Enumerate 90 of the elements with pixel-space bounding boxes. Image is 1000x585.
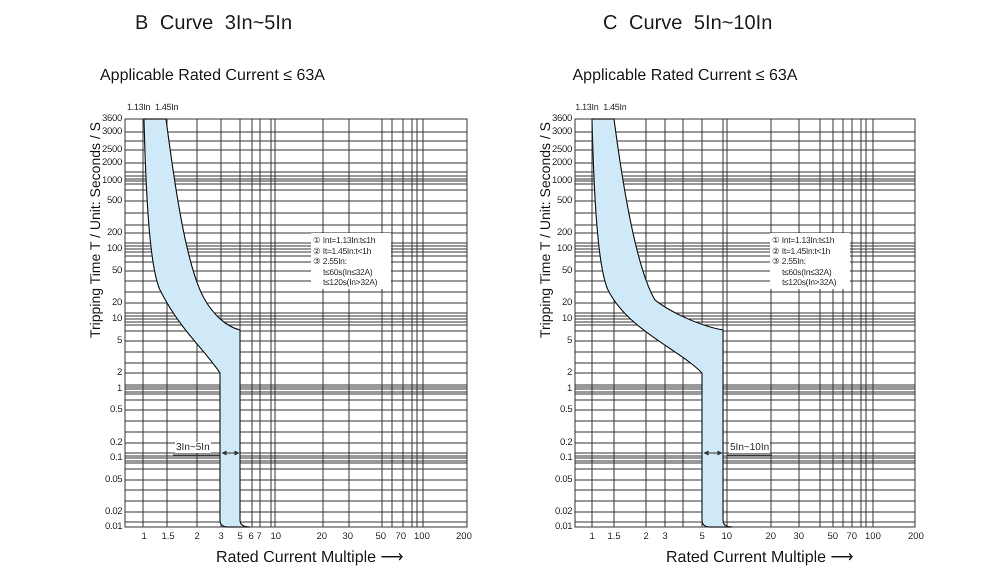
- tick-label: 0.2: [110, 438, 122, 448]
- tick-label: 200: [456, 532, 472, 542]
- tick-label: 2: [117, 368, 122, 378]
- note-text: ③ 2.55In:: [313, 257, 347, 266]
- chart-subtitle: Applicable Rated Current ≤ 63A: [572, 68, 798, 84]
- tick-label: 10: [270, 532, 282, 542]
- tick-label: 70: [846, 532, 858, 542]
- range-label: 5In~10In: [729, 442, 770, 453]
- axis-title: Rated Current Multiple ⟶: [216, 550, 404, 566]
- tick-label: 0.5: [110, 405, 122, 414]
- tick-label: 1.5: [162, 532, 175, 542]
- tick-label: 100: [865, 532, 881, 542]
- curve-label: 1.45In: [155, 103, 178, 112]
- tick-label: 500: [557, 196, 572, 206]
- axis-title: Tripping Time T / Unit: Seconds / S: [538, 122, 552, 338]
- tick-label: 0.2: [560, 438, 572, 448]
- note-text: t≤60s(In≤32A): [323, 268, 372, 276]
- tick-label: 10: [112, 314, 122, 324]
- tick-label: 1: [117, 384, 122, 394]
- tick-label: 2: [644, 532, 649, 542]
- axis-title: Tripping Time T / Unit: Seconds / S: [88, 122, 102, 338]
- tick-label: 6: [248, 532, 254, 542]
- tick-label: 0.5: [560, 405, 572, 414]
- tick-label: 30: [794, 532, 804, 542]
- tick-label: 2000: [552, 158, 572, 168]
- curve-label: 1.45In: [603, 103, 626, 112]
- tick-label: 50: [112, 266, 122, 276]
- tick-label: 1: [567, 384, 572, 394]
- tick-label: 1000: [552, 176, 572, 186]
- axis-title: Rated Current Multiple ⟶: [666, 550, 854, 566]
- tick-label: 3: [218, 532, 224, 542]
- tick-label: 1: [142, 532, 147, 542]
- tick-label: 5: [117, 336, 122, 346]
- tick-label: 500: [107, 196, 122, 206]
- range-label: 3In~5In: [175, 442, 211, 453]
- tick-label: 0.1: [560, 453, 572, 462]
- tick-label: 70: [396, 532, 406, 542]
- tick-label: 100: [414, 532, 430, 542]
- note-text: ② It=1.45In:t<1h: [772, 246, 830, 255]
- tick-label: 0.01: [555, 522, 572, 532]
- chart-subtitle: Applicable Rated Current ≤ 63A: [100, 68, 325, 84]
- tick-label: 2500: [552, 145, 572, 154]
- tick-label: 1000: [102, 176, 122, 186]
- note-text: t≤120s(In>32A): [782, 278, 836, 286]
- tick-label: 3600: [552, 114, 572, 124]
- tick-label: 3000: [552, 127, 572, 136]
- curve-label: 1.13In: [575, 103, 598, 112]
- tick-label: 2: [194, 532, 200, 542]
- tick-label: 1.5: [608, 532, 621, 542]
- tick-label: 0.05: [555, 475, 572, 484]
- tick-label: 200: [557, 228, 572, 238]
- note-text: ① Int=1.13In:t≤1h: [772, 236, 834, 244]
- tick-label: 50: [562, 266, 572, 276]
- tick-label: 0.1: [110, 453, 122, 462]
- tick-label: 5: [238, 532, 243, 542]
- tick-label: 3600: [102, 114, 122, 124]
- tick-label: 1: [590, 532, 595, 542]
- note-text: t≤60s(In≤32A): [782, 268, 832, 276]
- tick-label: 2000: [102, 158, 122, 168]
- tick-label: 2: [567, 368, 572, 378]
- note-text: ① Int=1.13In:t≤1h: [313, 236, 376, 244]
- chart-title: B Curve 3In~5In: [135, 13, 292, 33]
- tick-label: 50: [376, 532, 386, 542]
- tick-label: 100: [557, 244, 572, 254]
- tick-label: 0.05: [105, 475, 122, 484]
- tick-label: 20: [112, 298, 122, 308]
- tick-label: 200: [908, 532, 924, 542]
- chart-title: C Curve 5In~10In: [603, 13, 772, 33]
- tick-label: 20: [316, 532, 328, 542]
- curve-label: 1.13In: [127, 103, 150, 112]
- tick-label: 10: [562, 314, 572, 324]
- tick-label: 7: [256, 532, 262, 542]
- note-text: t≤120s(In>32A): [323, 278, 378, 286]
- tick-label: 0.02: [105, 507, 122, 516]
- tick-label: 5: [567, 336, 572, 346]
- note-text: ③ 2.55In:: [772, 257, 806, 266]
- tick-label: 0.01: [105, 522, 122, 532]
- tick-label: 30: [342, 532, 354, 542]
- tick-label: 3000: [102, 127, 122, 136]
- tick-label: 3: [662, 532, 668, 542]
- tick-label: 5: [700, 532, 705, 542]
- tick-label: 20: [562, 298, 572, 308]
- note-text: ② It=1.45In:t<1h: [313, 246, 372, 255]
- tick-label: 100: [107, 244, 122, 254]
- tick-label: 2500: [102, 145, 122, 154]
- tick-label: 10: [722, 532, 732, 542]
- tick-label: 0.02: [555, 507, 572, 516]
- tick-label: 50: [828, 532, 838, 542]
- tick-label: 200: [107, 228, 122, 238]
- tick-label: 20: [766, 532, 776, 542]
